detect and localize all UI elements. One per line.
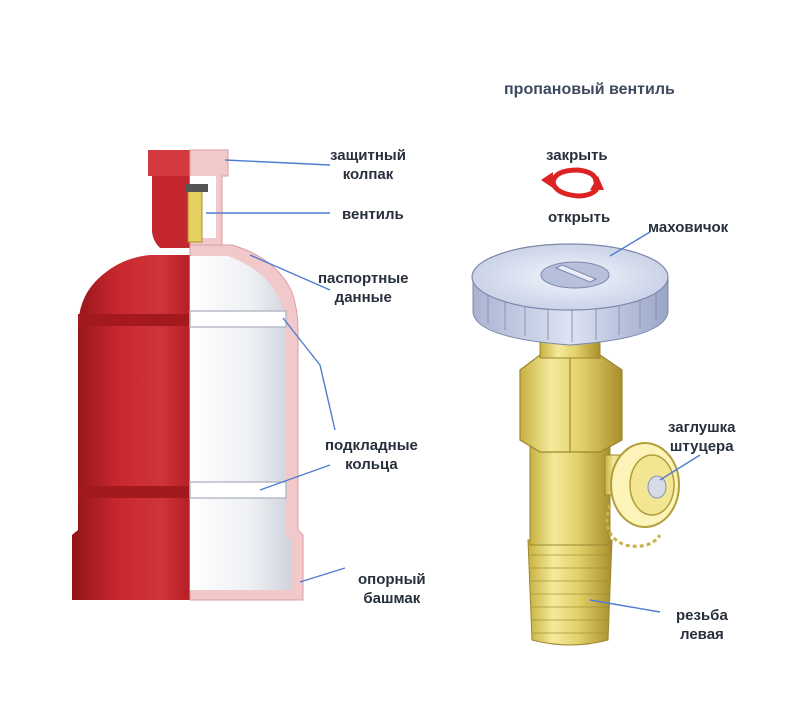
valve-body	[529, 439, 611, 546]
label-support-rings-line2: кольца	[345, 456, 398, 473]
cylinder-band-bottom	[78, 486, 190, 498]
label-passport-data-line2: данные	[334, 289, 392, 306]
gas-cylinder	[72, 149, 304, 601]
label-passport-data-line1: паспортные	[318, 270, 409, 287]
label-protective-cap: защитный колпак	[330, 146, 406, 184]
label-fitting-plug: заглушка штуцера	[668, 418, 736, 456]
label-support-rings: подкладные кольца	[325, 436, 418, 474]
valve-thread-section	[527, 539, 613, 646]
cylinder-valve-head	[186, 184, 208, 192]
label-fitting-plug-line2: штуцера	[669, 438, 734, 455]
label-support-shoe-line1: опорный	[358, 571, 426, 588]
label-protective-cap-line2: колпак	[342, 166, 394, 183]
ring-lower	[189, 481, 287, 499]
cylinder-valve-part	[187, 189, 203, 243]
valve-leader-lines	[589, 231, 701, 613]
label-left-thread: резьба левая	[676, 606, 728, 644]
valve-hex	[519, 354, 623, 453]
propane-valve	[471, 243, 680, 646]
label-left-thread-line1: резьба	[676, 607, 728, 624]
label-support-shoe: опорный башмак	[358, 570, 426, 608]
cylinder-band-top	[78, 314, 190, 326]
cylinder-section-interior	[190, 256, 291, 590]
handwheel	[471, 243, 669, 346]
label-support-shoe-line2: башмак	[363, 590, 421, 607]
cylinder-red-body	[72, 255, 190, 600]
diagram-title: пропановый вентиль	[504, 81, 675, 98]
cylinder-cap-rim-red	[148, 150, 190, 176]
label-open: открыть	[548, 209, 611, 226]
label-protective-cap-line1: защитный	[330, 147, 406, 164]
ring-upper	[189, 310, 287, 328]
handwheel-screw-slot	[554, 264, 598, 283]
label-passport-data: паспортные данные	[318, 269, 409, 307]
valve-thread-lines	[530, 554, 611, 634]
fitting-plug	[605, 442, 680, 548]
label-fitting-plug-line1: заглушка	[668, 419, 736, 436]
cylinder-leader-lines	[206, 159, 346, 583]
label-left-thread-line2: левая	[680, 626, 724, 643]
label-handwheel: маховичок	[648, 219, 729, 236]
rotation-arrow-icon	[541, 167, 604, 199]
label-close: закрыть	[546, 147, 608, 164]
label-support-rings-line1: подкладные	[325, 437, 418, 454]
label-valve: вентиль	[342, 206, 404, 223]
